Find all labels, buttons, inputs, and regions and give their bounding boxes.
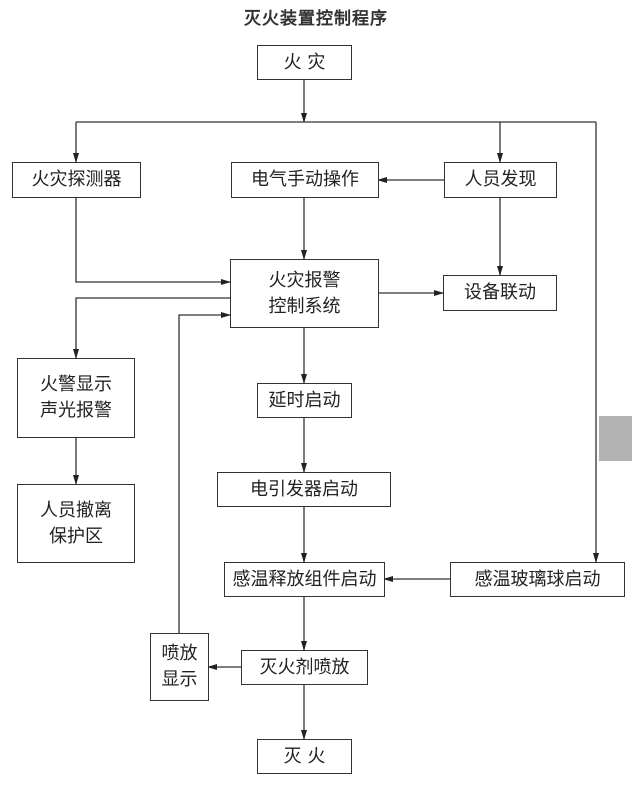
- edge-discharge-display-control: [178, 312, 231, 633]
- node-fire: 火 灾: [257, 45, 352, 80]
- node-glass-bulb-start: 感温玻璃球启动: [450, 562, 625, 597]
- node-initiator-start: 电引发器启动: [217, 472, 391, 507]
- node-agent-discharge: 灭火剂喷放: [241, 650, 368, 685]
- node-alarm-display: 火警显示 声光报警: [17, 358, 135, 438]
- edge-control-alarm: [73, 297, 230, 359]
- node-person-found: 人员发现: [444, 162, 557, 198]
- edge-detector-control: [75, 197, 231, 285]
- node-evacuate: 人员撤离 保护区: [17, 484, 135, 563]
- node-discharge-display: 喷放 显示: [150, 633, 209, 701]
- node-equipment-linkage: 设备联动: [443, 275, 557, 311]
- node-manual-operation: 电气手动操作: [231, 162, 379, 198]
- side-scroll-handle[interactable]: [599, 416, 632, 461]
- node-fire-detector: 火灾探测器: [12, 162, 141, 198]
- node-thermal-release-start: 感温释放组件启动: [224, 562, 385, 597]
- node-extinguished: 灭 火: [257, 739, 352, 774]
- diagram-title: 灭火装置控制程序: [244, 9, 388, 29]
- node-delay-start: 延时启动: [257, 383, 352, 418]
- node-alarm-control-system: 火灾报警 控制系统: [230, 259, 379, 328]
